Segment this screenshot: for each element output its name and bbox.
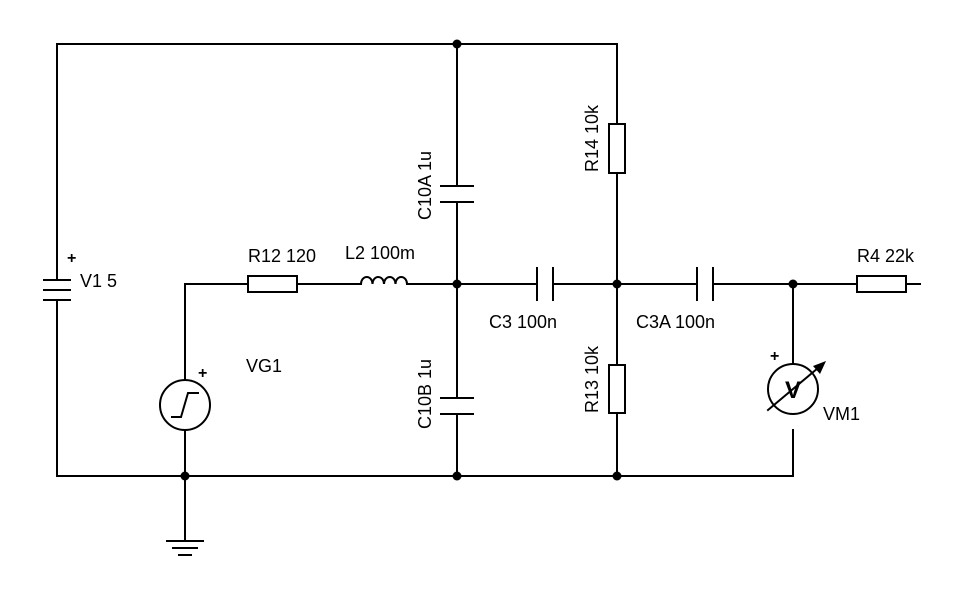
c3-label: C3 100n	[489, 312, 557, 332]
junction-dots	[180, 39, 798, 481]
ground-icon	[166, 540, 204, 556]
signal-generator-vg1: + VG1	[159, 356, 282, 431]
voltmeter-vm1: V + VM1	[766, 348, 860, 424]
c3a-label: C3A 100n	[636, 312, 715, 332]
vm1-label: VM1	[823, 404, 860, 424]
c10b-label: C10B 1u	[415, 359, 435, 429]
junction-dot	[180, 471, 190, 481]
resistor-r4: R4 22k	[856, 246, 915, 293]
junction-dot	[612, 471, 622, 481]
battery-v1: + V1 5	[43, 250, 117, 301]
inductor-l2: L2 100m	[345, 243, 415, 286]
junction-dot	[452, 471, 462, 481]
capacitor-c10b: C10B 1u	[415, 359, 474, 429]
resistor-r14: R14 10k	[582, 104, 626, 174]
r13-label: R13 10k	[582, 345, 602, 413]
junction-dot	[788, 279, 798, 289]
wires	[56, 43, 921, 542]
capacitor-c3a: C3A 100n	[636, 267, 715, 332]
junction-dot	[452, 39, 462, 49]
resistor-r12: R12 120	[247, 246, 316, 293]
step-waveform-icon	[171, 392, 199, 418]
capacitor-c10a: C10A 1u	[415, 151, 474, 220]
capacitor-c3: C3 100n	[489, 267, 557, 332]
junction-dot	[452, 279, 462, 289]
r4-label: R4 22k	[857, 246, 915, 266]
r14-label: R14 10k	[582, 104, 602, 172]
vg1-plus-sign: +	[198, 365, 207, 382]
c10a-label: C10A 1u	[415, 151, 435, 220]
vg1-label: VG1	[246, 356, 282, 376]
l2-label: L2 100m	[345, 243, 415, 263]
v1-label: V1 5	[80, 271, 117, 291]
resistor-r13: R13 10k	[582, 345, 626, 414]
voltmeter-symbol: V	[785, 377, 801, 404]
r12-label: R12 120	[248, 246, 316, 266]
battery-plus-sign: +	[67, 250, 76, 267]
junction-dot	[612, 279, 622, 289]
vm1-plus-sign: +	[770, 348, 779, 365]
meter-arrow-icon	[766, 366, 820, 412]
